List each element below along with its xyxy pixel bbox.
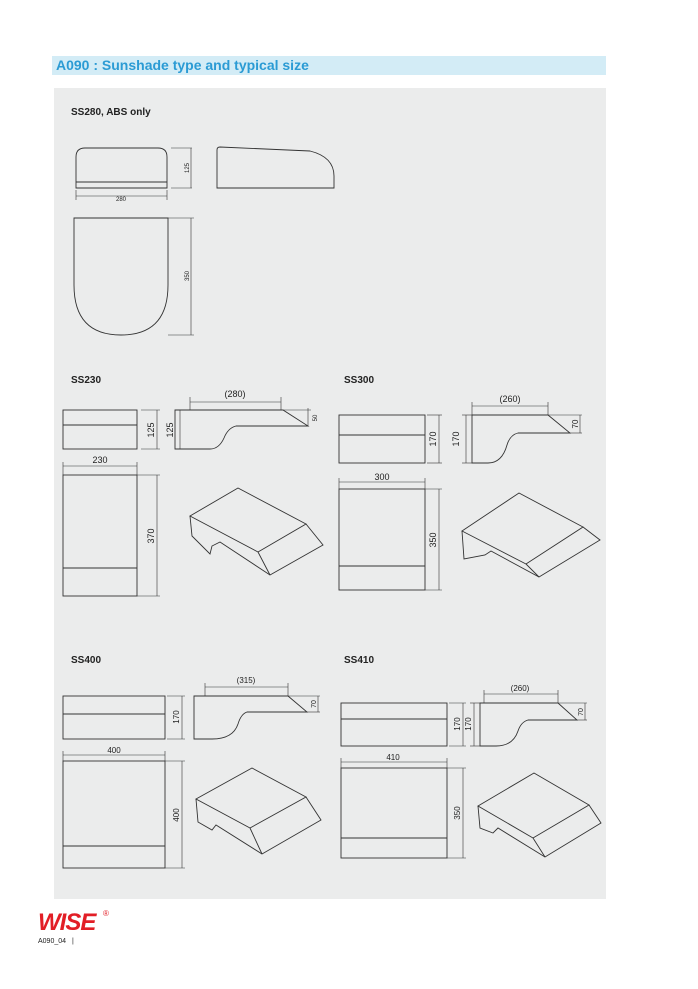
ss410-front-height-dim: 170	[449, 702, 466, 747]
ss400-top-view	[62, 760, 166, 869]
ss230-label: SS230	[71, 375, 102, 386]
ss410-dim-slope: 70	[578, 708, 585, 716]
ss300-dim-top: (260)	[499, 394, 520, 404]
wise-logo: WISE ®	[38, 906, 118, 941]
ss400-slope-dim: 70	[288, 695, 320, 713]
ss410-iso-view	[477, 772, 602, 858]
ss230-slope-dim: 50	[283, 408, 319, 426]
ss230-top-view	[62, 474, 138, 597]
ss400-dim-width: 400	[107, 746, 121, 755]
ss300-front-height-dim: 170	[427, 414, 442, 464]
ss230-depth-dim: 370	[137, 474, 160, 597]
ss410-dim-top: (260)	[511, 684, 530, 693]
ss400-dim-top: (315)	[237, 676, 256, 685]
ss300-dim-height-front: 170	[428, 431, 438, 446]
ss300-top-dim: (260)	[471, 394, 549, 415]
ss280-front-view	[75, 147, 168, 189]
ss300-side-height-dim: 170	[451, 414, 472, 464]
ss400-top-dim: (315)	[204, 676, 289, 696]
ss400-depth-dim: 400	[165, 760, 185, 869]
ss400-side-view	[193, 695, 309, 740]
ss230-dim-depth: 370	[146, 528, 156, 543]
ss300-iso-view	[461, 492, 601, 578]
ss410-side-view	[479, 702, 579, 747]
ss230-dim-slope: 50	[313, 414, 319, 421]
ss410-depth-dim: 350	[447, 767, 466, 859]
ss280-side-view	[216, 146, 335, 189]
page-number: A090_04 |	[38, 938, 74, 945]
ss410-dim-height-front: 170	[453, 717, 462, 731]
ss300-dim-depth: 350	[428, 532, 438, 547]
ss300-front-view	[338, 414, 426, 464]
ss410-dim-width: 410	[386, 753, 400, 762]
ss230-front-view	[62, 409, 138, 450]
ss280-dim-width: 280	[116, 197, 127, 203]
ss230-dim-height-side: 125	[165, 422, 175, 437]
logo-text: WISE	[38, 909, 97, 936]
ss410-dim-height-side: 170	[464, 717, 473, 731]
ss410-label: SS410	[344, 655, 375, 666]
ss230-dim-width: 230	[92, 455, 107, 465]
ss230-iso-view	[189, 487, 324, 576]
ss410-front-view	[340, 702, 448, 747]
drawing-panel	[54, 88, 606, 899]
ss400-label: SS400	[71, 655, 102, 666]
ss410-slope-dim: 70	[558, 702, 587, 721]
ss280-width-dim: 280	[75, 190, 168, 203]
ss400-front-view	[62, 695, 166, 740]
ss300-width-dim: 300	[338, 472, 426, 489]
ss230-dim-height-front: 125	[146, 422, 156, 437]
ss410-top-view	[340, 767, 448, 859]
ss300-depth-dim: 350	[425, 488, 442, 591]
ss300-side-view	[471, 414, 572, 464]
ss230-dim-top: (280)	[224, 389, 245, 399]
section-title: A090 : Sunshade type and typical size	[56, 57, 309, 73]
ss280-dim-height: 125	[185, 162, 191, 173]
ss400-iso-view	[195, 767, 322, 855]
ss280-depth-dim: 350	[168, 217, 194, 336]
ss230-side-view	[174, 409, 310, 450]
ss400-dim-slope: 70	[311, 700, 318, 708]
ss230-side-height-dim: 125	[165, 410, 181, 449]
ss230-front-height-dim: 125	[141, 409, 160, 450]
ss300-label: SS300	[344, 375, 375, 386]
section-header: A090 : Sunshade type and typical size	[52, 56, 606, 75]
ss230-top-dim: (280)	[189, 389, 282, 410]
ss230-width-dim: 230	[62, 455, 138, 475]
ss300-dim-slope: 70	[571, 419, 580, 428]
ss280-top-view	[73, 217, 169, 336]
ss410-top-dim: (260)	[483, 684, 559, 703]
ss280-label: SS280, ABS only	[71, 107, 151, 118]
registered-mark: ®	[103, 909, 109, 918]
ss400-front-height-dim: 170	[167, 695, 185, 740]
ss280-dim-depth: 350	[185, 270, 191, 281]
page-number-text: A090_04	[38, 938, 67, 945]
ss300-dim-width: 300	[374, 472, 389, 482]
ss400-dim-depth: 400	[172, 808, 181, 822]
ss300-dim-height-side: 170	[451, 431, 461, 446]
ss300-slope-dim: 70	[548, 414, 582, 434]
ss410-side-height-dim: 170	[464, 702, 480, 747]
ss300-top-view	[338, 488, 426, 591]
ss400-dim-height-front: 170	[172, 710, 181, 724]
ss410-dim-depth: 350	[453, 806, 462, 820]
ss410-width-dim: 410	[340, 753, 448, 768]
ss400-width-dim: 400	[62, 746, 166, 761]
ss280-height-dim: 125	[171, 147, 192, 189]
